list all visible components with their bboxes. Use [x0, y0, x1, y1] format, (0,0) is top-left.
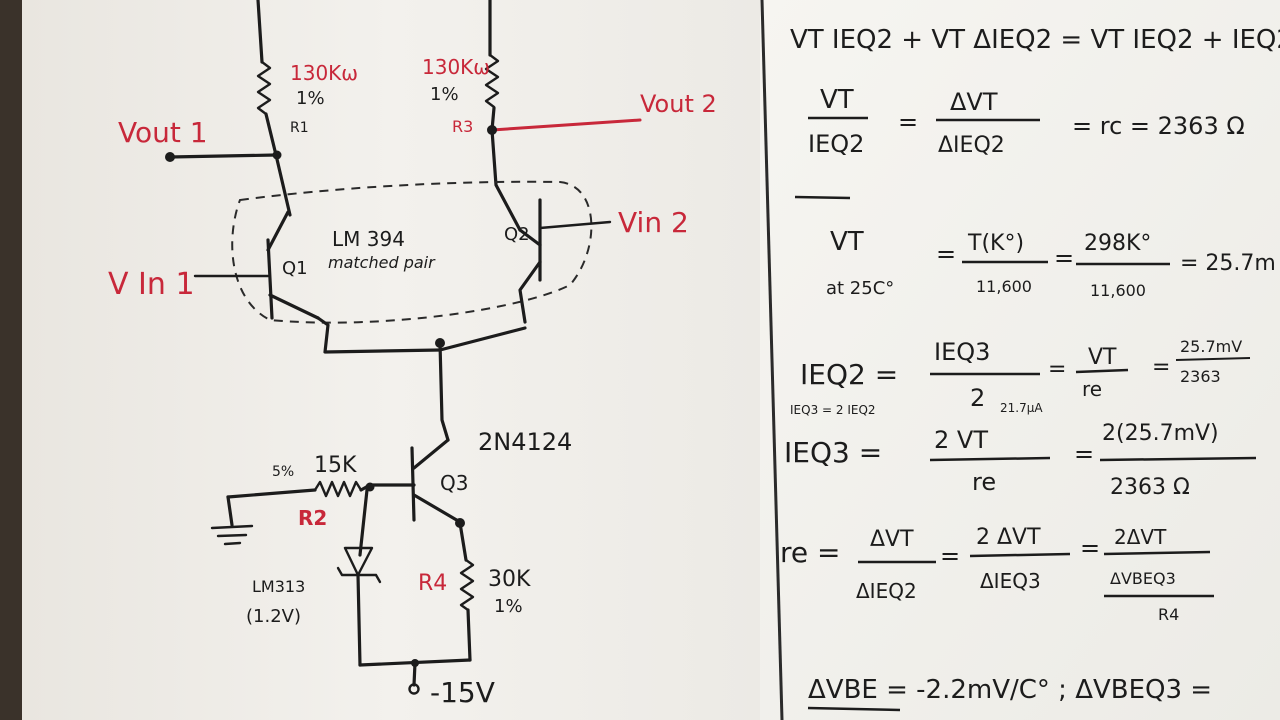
r4-resistor: [459, 558, 475, 612]
svg-text:=: =: [936, 240, 956, 268]
svg-text:=: =: [898, 108, 918, 136]
eq4-note: 21.7µA: [1000, 401, 1043, 415]
eq6-f2-den: ΔIEQ3: [980, 569, 1041, 593]
matched-pair-label: matched pair: [328, 253, 436, 272]
svg-text:=: =: [1074, 440, 1094, 468]
eq5-f1-den: re: [972, 468, 996, 496]
supply-label: -15V: [430, 676, 495, 709]
eq3-f1-num: T(K°): [967, 231, 1024, 256]
page-fold-line: [760, 0, 784, 720]
lm394-label: LM 394: [332, 227, 405, 251]
eq6-f2-num: 2 ΔVT: [976, 525, 1041, 550]
eq7: ΔVBE = -2.2mV/C° ; ΔVBEQ3 =: [808, 675, 1212, 705]
q1-label: Q1: [282, 258, 308, 279]
vin2-label: Vin 2: [618, 206, 689, 239]
eq2-mid-den: ΔIEQ2: [938, 133, 1005, 158]
svg-text:=: =: [940, 542, 960, 570]
r2-name: R2: [298, 506, 327, 530]
vout2-label: Vout 2: [640, 90, 717, 118]
r2-tolerance: 5%: [272, 464, 294, 480]
q1-transistor: [193, 210, 320, 320]
zener-part: LM313: [252, 577, 305, 596]
r1-name: R1: [290, 120, 309, 136]
r4-name: R4: [418, 571, 447, 596]
eq2-lhs-den: IEQ2: [808, 130, 864, 158]
eq2-lhs-num: VT: [820, 85, 854, 115]
eq3-f2-num: 298K°: [1084, 231, 1151, 256]
svg-text:=: =: [1054, 244, 1074, 272]
r3-resistor: [484, 53, 500, 109]
q2-transistor: [518, 198, 612, 324]
circuit-schematic: [165, 0, 642, 695]
r4-value: 30K: [488, 567, 531, 592]
r2-resistor: [313, 480, 363, 498]
vout1-label: Vout 1: [118, 116, 208, 149]
r1-tolerance: 1%: [296, 88, 325, 109]
eq6-lhs: re =: [780, 536, 840, 569]
r3-name: R3: [452, 117, 473, 136]
eq5-f2-den: 2363 Ω: [1110, 475, 1190, 500]
eq1: VT IEQ2 + VT ΔIEQ2 = VT IEQ2 + IEQ2 ΔVT: [790, 25, 1280, 55]
svg-text:=: =: [1080, 534, 1100, 562]
zener-voltage: (1.2V): [246, 606, 301, 627]
handwritten-equations: VT IEQ2 + VT ΔIEQ2 = VT IEQ2 + IEQ2 ΔVT …: [780, 25, 1280, 712]
r4-tolerance: 1%: [494, 596, 523, 617]
eq4-lhs: IEQ2 =: [800, 358, 898, 391]
eq3-sub: at 25C°: [826, 278, 894, 299]
eq4-foot: IEQ3 = 2 IEQ2: [790, 403, 876, 417]
eq3-f1-den: 11,600: [976, 277, 1032, 296]
q3-part-label: 2N4124: [478, 428, 572, 456]
eq3-rhs: = 25.7m: [1180, 251, 1276, 276]
lm394-package-outline: [231, 180, 593, 324]
eq4-f3-den: 2363: [1180, 367, 1221, 386]
svg-text:=: =: [1048, 357, 1066, 382]
ground-symbol: [210, 524, 254, 546]
eq5-f1-num: 2 VT: [934, 426, 988, 454]
q2-label: Q2: [504, 224, 530, 245]
r1-resistor: [256, 60, 272, 116]
eq4-f3-num: 25.7mV: [1180, 337, 1242, 356]
vin1-label: V In 1: [108, 267, 195, 302]
eq6-f3-den2: R4: [1158, 605, 1179, 624]
r2-value: 15K: [314, 453, 357, 478]
negative-supply-terminal: [408, 683, 420, 695]
eq6-f1-num: ΔVT: [870, 527, 914, 552]
eq4-f2-num: VT: [1088, 345, 1117, 370]
r3-tolerance: 1%: [430, 84, 459, 105]
eq4-f2-den: re: [1082, 377, 1102, 401]
eq2-rhs: = rc = 2363 Ω: [1072, 112, 1245, 140]
eq6-f3-num: 2ΔVT: [1114, 525, 1167, 549]
r1-value: 130Kω: [290, 61, 358, 85]
eq5-f2-num: 2(25.7mV): [1102, 421, 1219, 446]
schematic-labels: 130Kω 1% R1 130Kω 1% R3 Vout 1 Vout 2 V …: [108, 55, 717, 709]
eq6-f3-den: ΔVBEQ3: [1110, 569, 1176, 588]
svg-text:=: =: [1152, 355, 1170, 380]
eq3-f2-den: 11,600: [1090, 281, 1146, 300]
eq4-f1-den: 2: [970, 384, 985, 412]
q3-label: Q3: [440, 471, 468, 495]
q3-transistor: [368, 438, 462, 524]
r3-value: 130Kω: [422, 55, 490, 79]
eq5-lhs: IEQ3 =: [784, 436, 882, 469]
eq4-f1-num: IEQ3: [934, 338, 990, 366]
eq3-lhs: VT: [830, 227, 864, 257]
eq2-mid-num: ΔVT: [950, 88, 998, 116]
eq6-f1-den: ΔIEQ2: [856, 579, 917, 603]
